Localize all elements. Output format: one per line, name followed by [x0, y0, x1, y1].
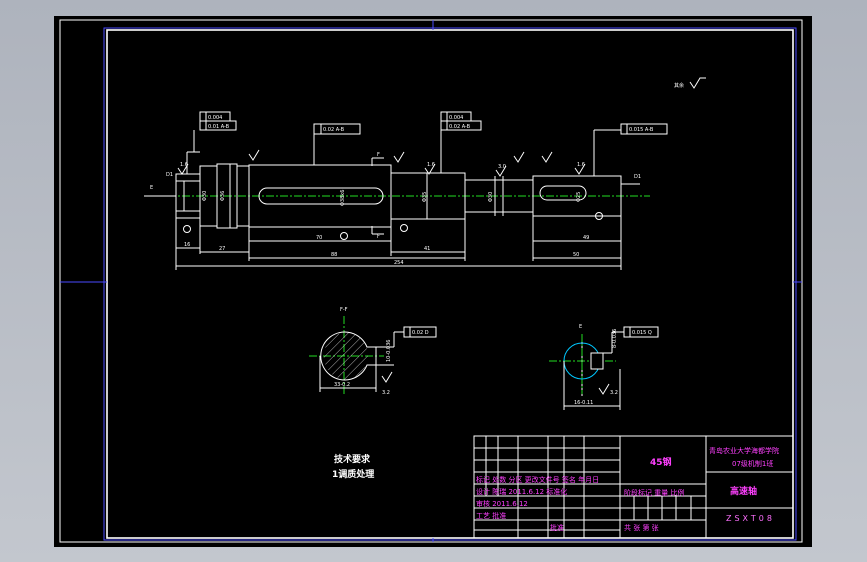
svg-text:0.015 A-B: 0.015 A-B — [629, 127, 654, 133]
outer-border — [59, 19, 803, 543]
tech-requirements-item-1: 1调质处理 — [332, 468, 374, 480]
roughness-2: 1.6 — [427, 162, 435, 168]
school-name: 青岛农业大学海都学院 — [709, 446, 779, 455]
roughness-3: 3.0 — [498, 164, 506, 170]
datum-b-circle — [400, 224, 408, 232]
shaft-main-view: E D1 D1 F F — [144, 77, 706, 270]
tolerance-frame-5: 0.02 D — [412, 330, 429, 336]
approver-label: 批准 — [550, 523, 564, 532]
datum-a-circle — [183, 225, 191, 233]
svg-text:0.004: 0.004 — [208, 115, 222, 121]
centering-marks — [60, 20, 802, 542]
svg-text:0.02 A-B: 0.02 A-B — [323, 127, 345, 133]
dim-27: 27 — [219, 246, 225, 252]
svg-text:0.02 A-B: 0.02 A-B — [449, 124, 471, 130]
part-name: 高速轴 — [730, 485, 757, 497]
designer-row: 设计 陈瑞 2011.6.12 标准化 — [476, 487, 567, 496]
tech-requirements-title: 技术要求 — [334, 453, 371, 465]
svg-text:Φ38k6: Φ38k6 — [340, 190, 346, 206]
svg-text:33-0.2: 33-0.2 — [334, 382, 350, 388]
svg-text:8-0.036: 8-0.036 — [612, 329, 618, 348]
inner-border — [106, 29, 794, 539]
title-block: 45钢 青岛农业大学海都学院 07级机制1班 高速轴 ZSXT08 标记 处数 … — [473, 435, 794, 539]
roughness-4: 1.6 — [577, 162, 585, 168]
material: 45钢 — [650, 456, 672, 468]
svg-text:16-0.11: 16-0.11 — [574, 400, 593, 406]
dim-16: 16 — [184, 242, 190, 248]
dim-50: 50 — [573, 252, 579, 258]
stage-row: 阶段标记 重量 比例 — [624, 488, 684, 497]
datum-d1-right-label: D1 — [634, 174, 641, 180]
engineering-drawing: E D1 D1 F F — [59, 19, 803, 543]
sheet-count: 共 张 第 张 — [624, 523, 659, 532]
drawing-sheet[interactable]: E D1 D1 F F — [54, 16, 812, 547]
section-f-top-label: F — [377, 152, 380, 158]
datum-d1-left-label: D1 — [166, 172, 173, 178]
svg-text:0.004: 0.004 — [449, 115, 463, 121]
tolerance-frame-1: 0.004 0.01 A-B — [193, 111, 237, 152]
svg-text:Φ36: Φ36 — [220, 191, 226, 201]
section-f-f: F-F 0.02 D — [309, 307, 437, 396]
tolerance-frame-6: 0.015 Q — [632, 330, 652, 336]
keyway-slot-1 — [258, 187, 384, 205]
section-f-bottom-label: F — [377, 234, 380, 240]
svg-text:Φ30: Φ30 — [488, 192, 494, 202]
dim-41: 41 — [424, 246, 430, 252]
tolerance-frame-3: 0.004 0.02 A-B — [440, 111, 482, 131]
tolerance-frame-2: 0.02 A-B — [313, 123, 361, 135]
svg-text:Φ25: Φ25 — [576, 192, 582, 202]
process-row: 工艺 批准 — [476, 511, 506, 520]
svg-text:0.01 A-B: 0.01 A-B — [208, 124, 230, 130]
drawing-number: ZSXT08 — [726, 514, 775, 523]
section-e-label: E — [579, 324, 582, 330]
svg-text:3.2: 3.2 — [610, 390, 618, 396]
class-name: 07级机制1班 — [732, 459, 773, 468]
row-marks: 标记 处数 分区 更改文件号 签名 年月日 — [476, 475, 599, 484]
inner-frame — [103, 27, 797, 541]
datum-c-circle — [595, 212, 603, 220]
dim-49: 49 — [583, 235, 589, 241]
svg-text:10-0.036: 10-0.036 — [386, 340, 392, 362]
svg-text:Φ30: Φ30 — [202, 191, 208, 201]
general-roughness-label: 其余 — [674, 82, 684, 89]
datum-e-left-label: E — [150, 185, 153, 191]
section-e: E 0.015 Q 16-0.11 3.2 8-0.036 — [549, 324, 659, 410]
dim-254: 254 — [394, 260, 404, 266]
dim-88: 88 — [331, 252, 337, 258]
datum-f-circle — [340, 232, 348, 240]
tolerance-frame-4: 0.015 A-B — [620, 123, 668, 135]
reviewer-row: 审核 2011.6.12 — [476, 499, 528, 508]
svg-text:3.2: 3.2 — [382, 390, 390, 396]
dim-70: 70 — [316, 235, 322, 241]
section-f-f-label: F-F — [340, 307, 348, 313]
general-roughness-icon — [689, 77, 706, 89]
svg-text:Φ35: Φ35 — [422, 192, 428, 202]
roughness-1: 1.6 — [180, 162, 188, 168]
keyway-slot-2 — [539, 185, 587, 201]
